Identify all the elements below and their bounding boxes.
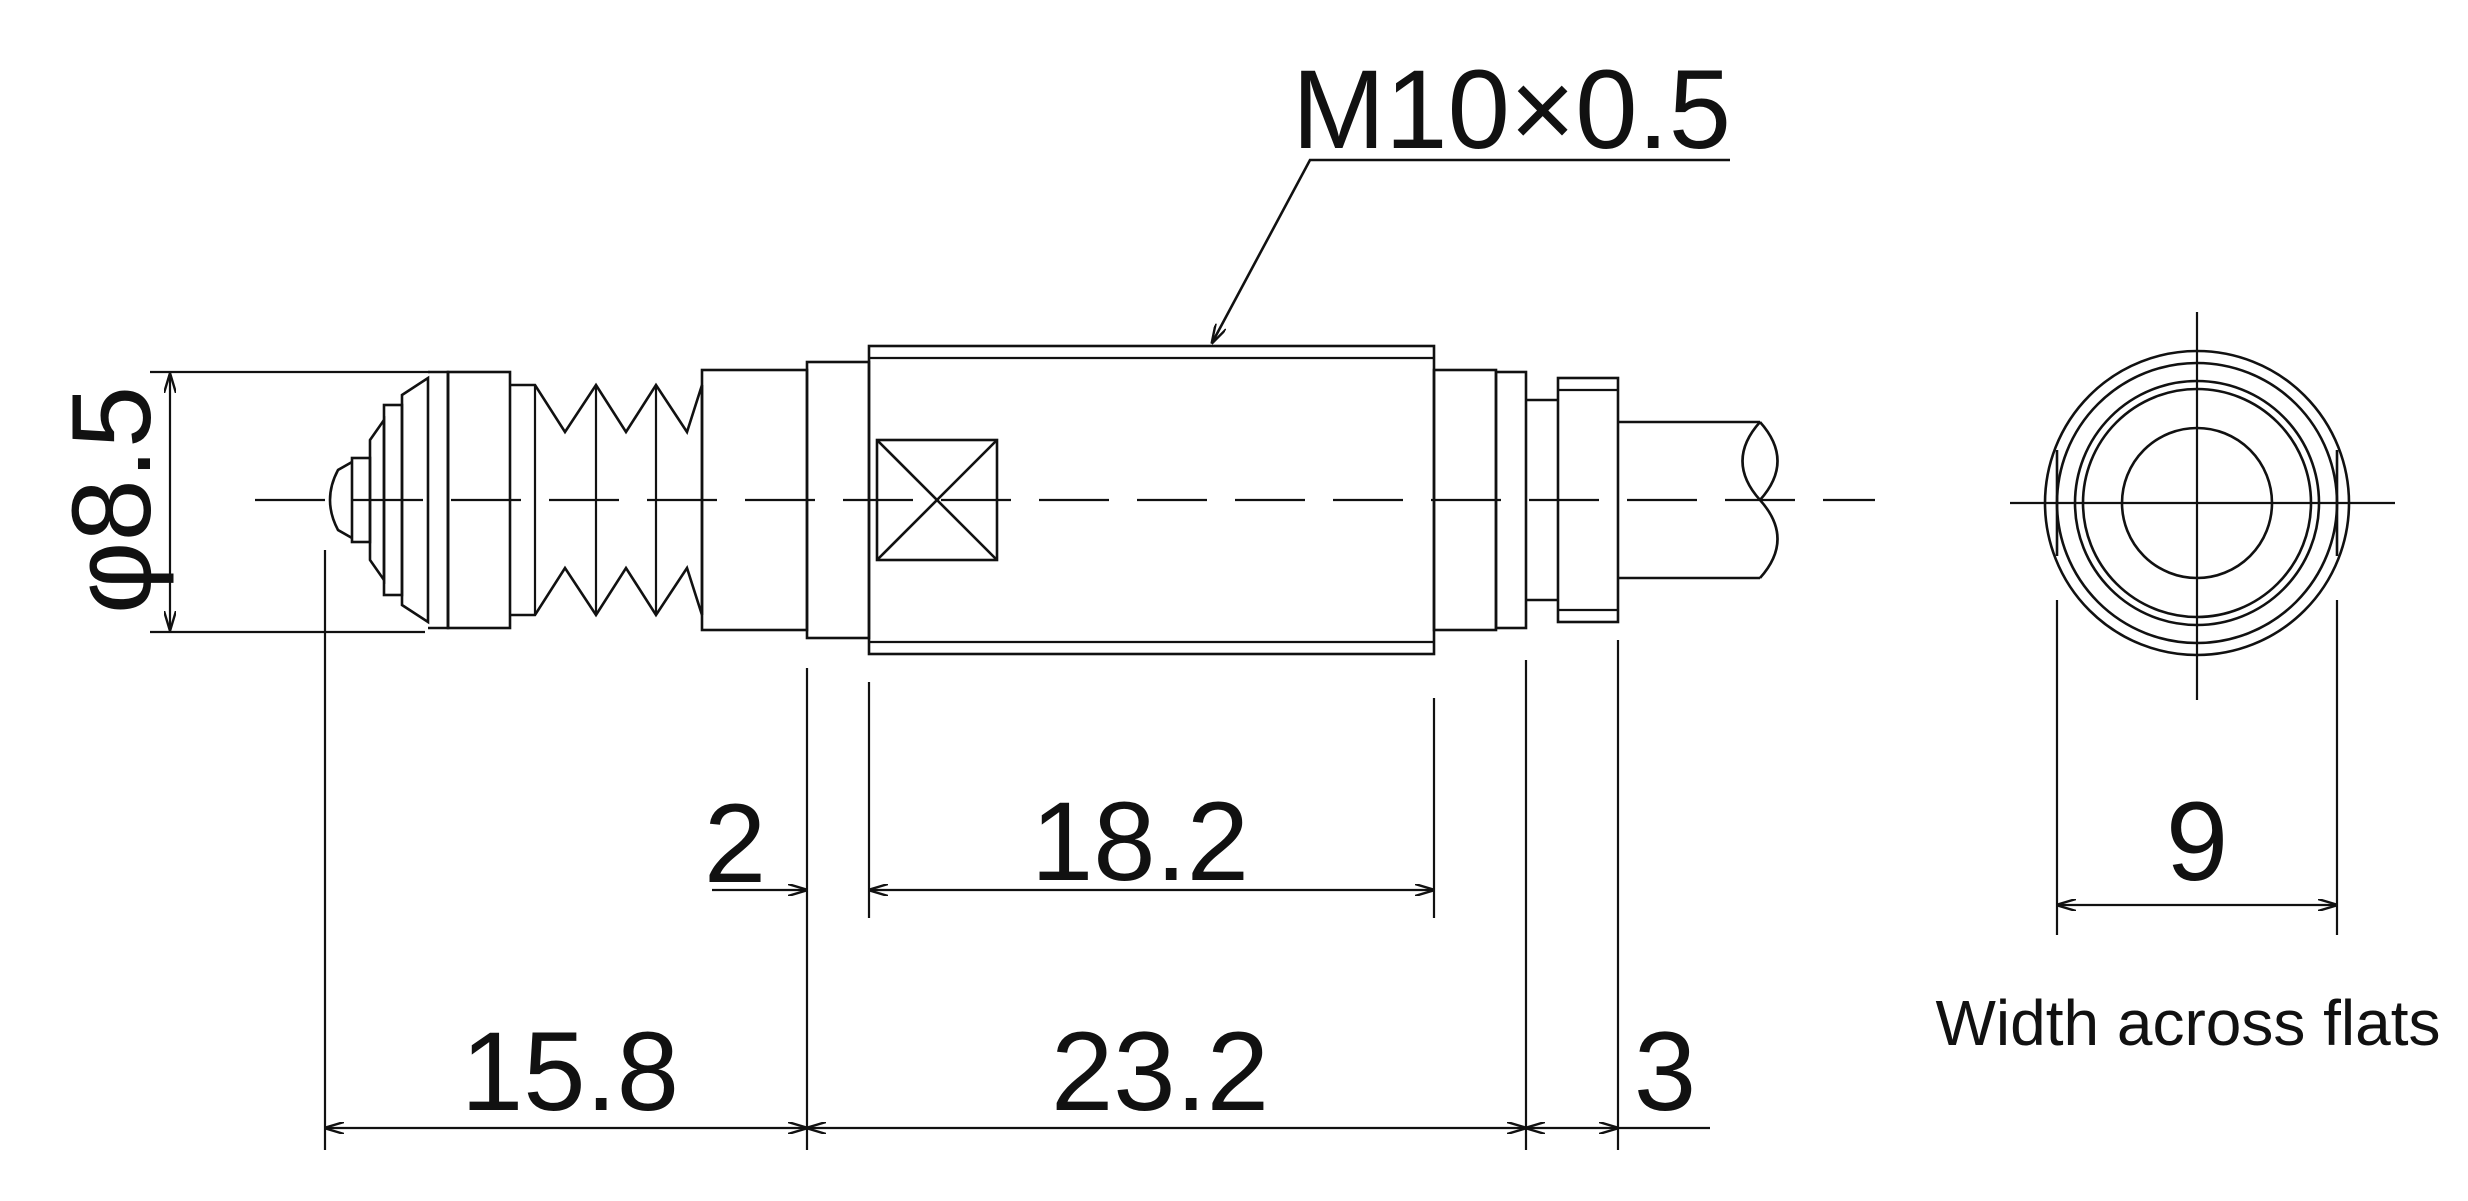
end-cable-circle [2120, 426, 2274, 580]
end-view: 9 Width across flats [1935, 312, 2441, 1059]
diameter-label: φ8.5 [49, 386, 174, 614]
wrench-flat-mark [875, 438, 999, 562]
tip-nose [428, 370, 450, 630]
dim-thread-length-label: 18.2 [1031, 779, 1249, 904]
dim-collar-label: 2 [704, 781, 766, 906]
flats-caption: Width across flats [1935, 987, 2440, 1059]
cable-break-back [1759, 421, 1779, 501]
wrench-flat-diag-2 [876, 439, 998, 561]
end-inner-circle [2081, 387, 2313, 619]
thread-callout-text: M10×0.5 [1292, 47, 1731, 172]
plunger-flange [400, 375, 430, 625]
lock-nut [1556, 376, 1620, 624]
end-nut-circle [2073, 379, 2321, 627]
rear-ring [1494, 370, 1528, 630]
side-view: M10×0.5 φ8.5 2 18.2 15.8 23.2 3 [49, 47, 1875, 1150]
width-across-flats-label: 9 [2166, 779, 2228, 904]
dim-tip-length-label: 15.8 [461, 1009, 679, 1134]
dim-body-length-label: 23.2 [1051, 1009, 1269, 1134]
thread-leader [1212, 158, 1730, 343]
end-outer-circle [2043, 349, 2351, 657]
dim-end-length-label: 3 [1634, 1009, 1696, 1134]
plunger-tip [328, 460, 353, 540]
